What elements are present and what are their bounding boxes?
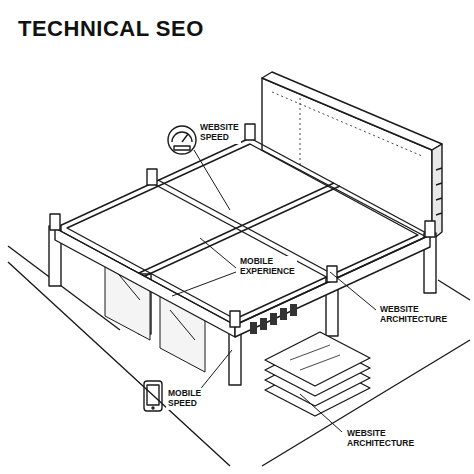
posts: [50, 124, 435, 327]
callout-label: WEBSITE SPEED: [198, 122, 241, 144]
small-boxes: [250, 304, 297, 334]
wall-guide: [272, 92, 422, 168]
callout-label: MOBILE SPEED: [166, 388, 203, 410]
speedometer-icon: [168, 126, 196, 154]
wall-top: [262, 72, 442, 150]
callout-label: WEBSITE ARCHITECTURE: [378, 304, 449, 326]
title: TECHNICAL SEO: [18, 16, 204, 42]
ground-line: [8, 246, 470, 466]
callout-label: WEBSITE ARCHITECTURE: [345, 428, 416, 450]
callout-label: MOBILE EXPERIENCE: [238, 256, 297, 278]
wall-shelf: [436, 168, 442, 215]
layer-stack: [265, 332, 370, 416]
deck: [55, 138, 430, 337]
phone-icon: [144, 381, 162, 411]
